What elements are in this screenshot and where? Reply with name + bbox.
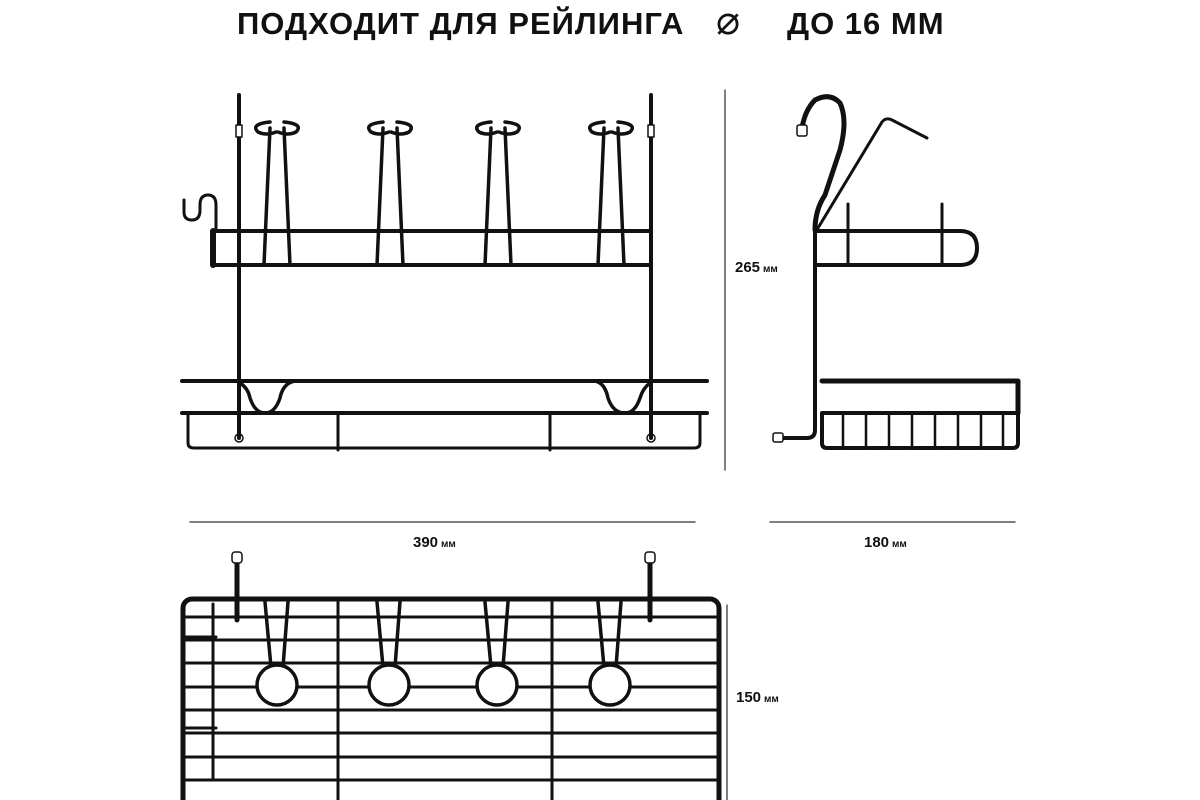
top-view [180, 551, 722, 800]
front-view [180, 93, 709, 452]
top-depth-unit: мм [764, 694, 779, 705]
width-value: 390 [413, 534, 439, 551]
width-unit: мм [441, 539, 456, 550]
side-view [772, 94, 1021, 450]
glass-holders [254, 120, 634, 267]
title-text: ПОДХОДИТ ДЛЯ РЕЙЛИНГА [237, 6, 685, 41]
height-value: 265 [735, 259, 761, 276]
height-unit: мм [763, 264, 778, 275]
diameter-icon: ⌀ [716, 0, 742, 43]
depth-unit: мм [892, 539, 907, 550]
depth-value: 180 [864, 534, 890, 551]
header-title: ПОДХОДИТ ДЛЯ РЕЙЛИНГА ⌀ ДО 16 ММ [0, 0, 1200, 48]
top-depth-value: 150 [736, 689, 762, 706]
title-size: ДО 16 ММ [787, 6, 945, 41]
dimension-lines [189, 89, 1016, 800]
